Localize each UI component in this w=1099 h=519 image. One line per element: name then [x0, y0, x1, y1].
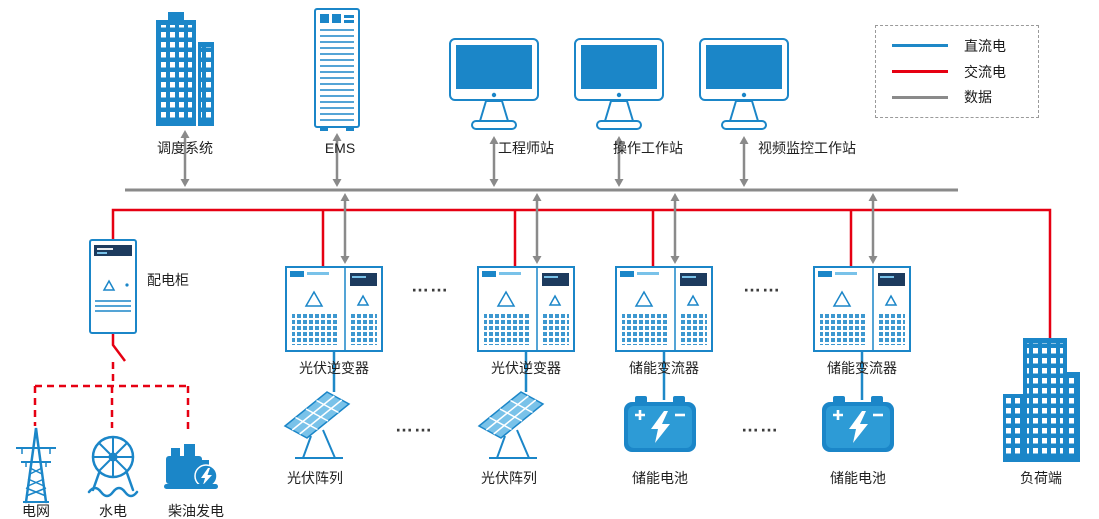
monitor-icon	[699, 38, 789, 130]
legend-label-dc: 直流电	[964, 37, 1006, 54]
distribution-cabinet-label: 配电柜	[147, 272, 189, 288]
data-line-swatch	[892, 95, 948, 99]
monitor-icon	[449, 38, 539, 130]
operator-station-label: 操作工作站	[613, 140, 683, 156]
pv-array-1-label: 光伏阵列	[287, 470, 343, 486]
storage-converter-2-label: 储能变流器	[827, 360, 897, 376]
monitor-icon	[574, 38, 664, 130]
legend-item-data: 数据	[892, 87, 1022, 107]
legend-item-ac: 交流电	[892, 62, 1022, 82]
data-arrow	[340, 193, 350, 264]
dc-line-swatch	[892, 44, 948, 48]
hydro-icon	[87, 435, 139, 498]
ac-backup-dashed-lines	[33, 362, 190, 434]
legend-label-ac: 交流电	[964, 63, 1006, 80]
data-arrow	[532, 193, 542, 264]
ellipsis-inverters: ……	[411, 275, 449, 296]
pv-inverter-2-label: 光伏逆变器	[491, 360, 561, 376]
data-arrow	[670, 193, 680, 264]
data-arrow	[489, 136, 499, 187]
battery-2-label: 储能电池	[830, 470, 886, 486]
dispatch-system-label: 调度系统	[157, 140, 213, 156]
hydro-node	[86, 428, 140, 502]
load-node	[997, 338, 1085, 462]
battery-icon	[624, 396, 696, 452]
pv-inverter-icon	[477, 266, 575, 352]
operator-station-node	[574, 38, 664, 135]
battery-2-node	[822, 396, 894, 452]
data-arrow	[868, 193, 878, 264]
pv-inverter-icon	[285, 266, 383, 352]
ac-disconnect-switch	[111, 334, 126, 362]
diesel-node	[163, 436, 219, 500]
load-label: 负荷端	[1020, 470, 1062, 486]
data-arrow	[332, 133, 342, 187]
ellipsis-arrays: ……	[395, 415, 433, 436]
ems-server-icon	[314, 8, 360, 131]
hydro-label: 水电	[99, 503, 127, 519]
engineer-station-label: 工程师站	[498, 140, 554, 156]
load-building-icon	[1003, 338, 1080, 462]
ems-node	[314, 8, 360, 132]
grid-node	[12, 424, 60, 504]
storage-converter-icon	[615, 266, 713, 352]
ems-label: EMS	[324, 140, 356, 156]
data-arrow	[739, 136, 749, 187]
video-station-label: 视频监控工作站	[758, 140, 856, 156]
ellipsis-batteries: ……	[741, 415, 779, 436]
storage-converter-1-node	[615, 266, 713, 352]
distribution-cabinet-icon	[89, 239, 137, 334]
distribution-cabinet-node	[89, 239, 137, 334]
engineer-station-node	[449, 38, 539, 135]
battery-1-label: 储能电池	[632, 470, 688, 486]
battery-1-node	[624, 396, 696, 452]
storage-converter-icon	[813, 266, 911, 352]
pv-array-2-node	[471, 386, 547, 462]
battery-icon	[822, 396, 894, 452]
storage-converter-2-node	[813, 266, 911, 352]
data-arrow	[614, 136, 624, 187]
ac-bus-line	[111, 208, 1052, 396]
data-arrow	[180, 130, 190, 187]
ac-line-swatch	[892, 70, 948, 73]
diesel-generator-icon	[164, 444, 218, 489]
dispatch-system-node	[152, 12, 218, 126]
pv-inverter-1-label: 光伏逆变器	[299, 360, 369, 376]
diesel-label: 柴油发电	[168, 503, 224, 519]
pv-array-2-label: 光伏阵列	[481, 470, 537, 486]
ellipsis-converters: ……	[743, 275, 781, 296]
pv-inverter-2-node	[477, 266, 575, 352]
grid-label: 电网	[22, 503, 50, 519]
dc-lines	[332, 352, 864, 400]
ac-inverter-drop-lines	[321, 210, 853, 266]
video-station-node	[699, 38, 789, 135]
pv-inverter-1-node	[285, 266, 383, 352]
legend-label-data: 数据	[964, 89, 992, 106]
grid-tower-icon	[16, 427, 56, 504]
pv-array-1-node	[277, 386, 353, 462]
dispatch-building-icon	[156, 12, 214, 126]
legend: 直流电 交流电 数据	[875, 25, 1039, 118]
legend-item-dc: 直流电	[892, 36, 1022, 56]
pv-array-icon	[283, 391, 351, 459]
pv-array-icon	[477, 391, 545, 459]
storage-converter-1-label: 储能变流器	[629, 360, 699, 376]
